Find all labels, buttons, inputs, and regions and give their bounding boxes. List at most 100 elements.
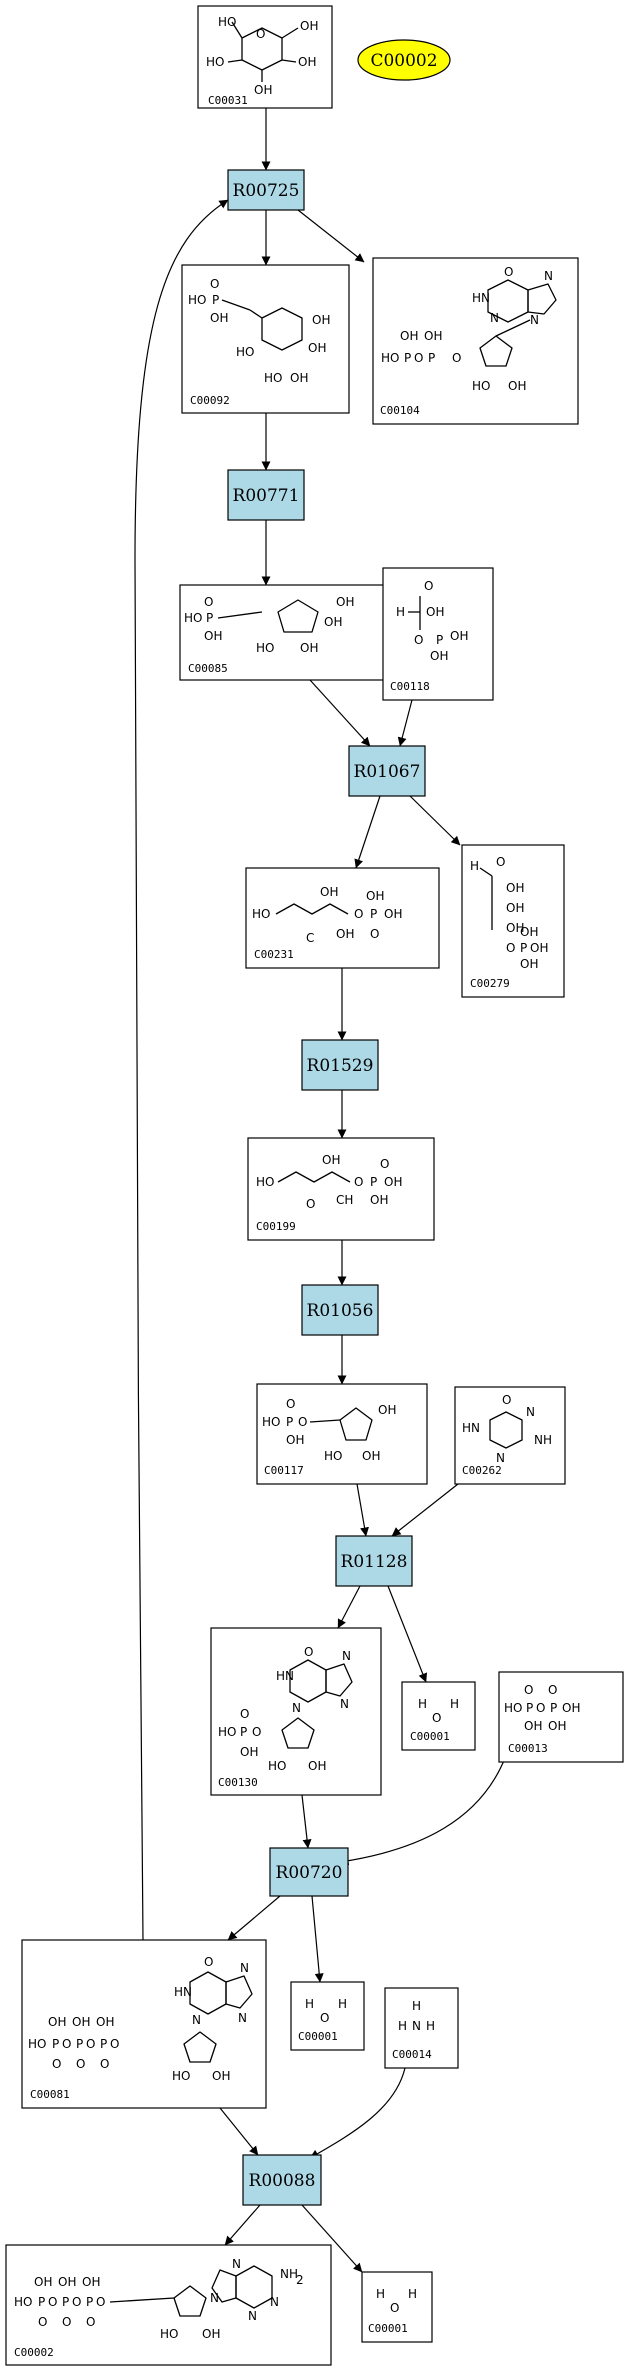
edge-r00088-c00001-c: [301, 2204, 363, 2273]
edge-c00085-r01067: [309, 679, 371, 747]
structure-drawing: O HN N N N HO P O P O P O OH OH OH O O O…: [28, 1955, 253, 2083]
svg-text:O: O: [354, 907, 363, 921]
reaction-node[interactable]: R00725: [227, 169, 305, 211]
svg-text:O: O: [110, 2037, 119, 2051]
svg-text:O: O: [38, 2315, 47, 2329]
svg-text:N: N: [496, 1451, 505, 1465]
compound-node[interactable]: HO P O O OH OH HO OH C00117: [256, 1383, 428, 1485]
svg-text:N: N: [412, 2019, 421, 2033]
compound-node[interactable]: HO P O P OH O O OH OH C00013: [498, 1671, 624, 1763]
svg-text:O: O: [252, 1725, 261, 1739]
svg-text:OH: OH: [366, 889, 384, 903]
svg-text:OH: OH: [58, 2275, 76, 2289]
compound-node[interactable]: HO P O P O P O OH OH OH O O O NH 2 N N N…: [5, 2244, 332, 2366]
compound-node[interactable]: HO P O OH OH HO OH HO OH C00092: [181, 264, 350, 414]
compound-node[interactable]: H O H C00001: [401, 1681, 476, 1751]
structure-drawing: HO O OH CH O P O OH OH: [256, 1153, 402, 1211]
svg-text:N: N: [526, 1405, 535, 1419]
svg-text:HN: HN: [472, 291, 490, 305]
reaction-label: R00088: [249, 2171, 316, 2191]
svg-text:H: H: [305, 1997, 314, 2011]
structure-drawing: H O OH OH OH O P OH OH OH: [470, 855, 548, 971]
compound-label: C00130: [218, 1776, 258, 1789]
svg-text:HO: HO: [472, 379, 490, 393]
svg-text:HO: HO: [160, 2327, 178, 2341]
compound-label: C00081: [30, 2088, 70, 2101]
compound-label: C00001: [368, 2322, 408, 2335]
compound-node[interactable]: HO C OH OH O P OH OH O C00231: [245, 867, 440, 969]
svg-text:HO: HO: [264, 371, 282, 385]
svg-text:OH: OH: [72, 2015, 90, 2029]
compound-node[interactable]: H O H C00001: [290, 1981, 365, 2051]
svg-text:P: P: [240, 1725, 247, 1739]
svg-text:OH: OH: [370, 1193, 388, 1207]
svg-text:OH: OH: [524, 1719, 542, 1733]
svg-text:N: N: [530, 313, 539, 327]
svg-text:O: O: [286, 1397, 295, 1411]
compound-node[interactable]: HO OH HO OH OH O C00031: [197, 5, 333, 109]
reaction-node[interactable]: R00771: [227, 469, 305, 521]
compound-label: C00117: [264, 1464, 304, 1477]
svg-text:P: P: [62, 2295, 69, 2309]
compound-node[interactable]: H H N H C00014: [384, 1987, 459, 2069]
svg-text:H: H: [418, 1697, 427, 1711]
svg-text:OH: OH: [308, 1759, 326, 1773]
compound-node[interactable]: H O OH OH OH O P OH OH OH C00279: [461, 844, 565, 998]
compound-node[interactable]: O H OH O P OH OH C00118: [382, 567, 494, 701]
structure-drawing: HO C OH OH O P OH OH O: [252, 885, 402, 945]
edge-r00725-c00104: [297, 209, 365, 263]
svg-text:OH: OH: [506, 921, 524, 935]
compound-label: C00014: [392, 2048, 432, 2061]
svg-text:OH: OH: [506, 881, 524, 895]
svg-text:P: P: [206, 611, 213, 625]
edge-c00013-r00720: [339, 1757, 506, 1866]
svg-text:OH: OH: [362, 1449, 380, 1463]
svg-text:N: N: [248, 2309, 257, 2323]
svg-text:OH: OH: [530, 941, 548, 955]
svg-text:OH: OH: [82, 2275, 100, 2289]
start-node[interactable]: C00002: [357, 39, 451, 81]
reaction-node[interactable]: R00720: [269, 1847, 349, 1897]
reaction-node[interactable]: R01529: [301, 1039, 379, 1091]
svg-text:O: O: [504, 265, 513, 279]
compound-node[interactable]: HO P O OH OH OH HO OH C00085: [179, 584, 404, 681]
svg-text:P: P: [100, 2037, 107, 2051]
svg-text:O: O: [496, 855, 505, 869]
svg-text:O: O: [506, 941, 515, 955]
svg-text:HO: HO: [504, 1701, 522, 1715]
reaction-node[interactable]: R01056: [301, 1284, 379, 1336]
compound-label: C00002: [14, 2346, 54, 2359]
compound-label: C00031: [208, 94, 248, 107]
svg-text:OH: OH: [308, 341, 326, 355]
reaction-node[interactable]: R01128: [335, 1535, 413, 1587]
svg-text:HO: HO: [14, 2295, 32, 2309]
svg-text:O: O: [414, 633, 423, 647]
svg-text:O: O: [548, 1683, 557, 1697]
reaction-node[interactable]: R01067: [348, 745, 426, 797]
svg-text:O: O: [306, 1197, 315, 1211]
compound-node[interactable]: H O H C00001: [361, 2271, 433, 2343]
structure-drawing: O HN N N N HO P O P OH OH O HO OH: [381, 265, 557, 393]
reaction-node[interactable]: R00088: [242, 2154, 322, 2206]
svg-text:O: O: [52, 2057, 61, 2071]
svg-text:C: C: [306, 931, 314, 945]
reaction-label: R00725: [233, 181, 300, 201]
compound-node[interactable]: O HN N N N HO P O P O P O OH OH OH O O O…: [21, 1939, 267, 2109]
compound-node[interactable]: O HN N N N HO P O O OH HO OH C00130: [210, 1627, 382, 1796]
edge-r01128-c00001-a: [387, 1585, 428, 1683]
compound-node[interactable]: HO O OH CH O P O OH OH C00199: [247, 1137, 435, 1241]
svg-text:OH: OH: [322, 1153, 340, 1167]
compound-node[interactable]: O HN N NH N C00262: [454, 1386, 566, 1485]
structure-drawing: H O H: [305, 1997, 347, 2025]
structure-drawing: HO OH HO OH OH O: [206, 15, 318, 97]
structure-drawing: H H N H: [398, 1999, 435, 2033]
svg-text:HO: HO: [206, 55, 224, 69]
compound-node[interactable]: O HN N N N HO P O P OH OH O HO OH C00104: [372, 257, 579, 425]
svg-text:H: H: [450, 1697, 459, 1711]
svg-text:O: O: [424, 579, 433, 593]
edge-r01128-c00130: [337, 1585, 361, 1629]
start-node-label: C00002: [370, 51, 437, 71]
svg-text:O: O: [240, 1707, 249, 1721]
svg-text:O: O: [320, 2011, 329, 2025]
